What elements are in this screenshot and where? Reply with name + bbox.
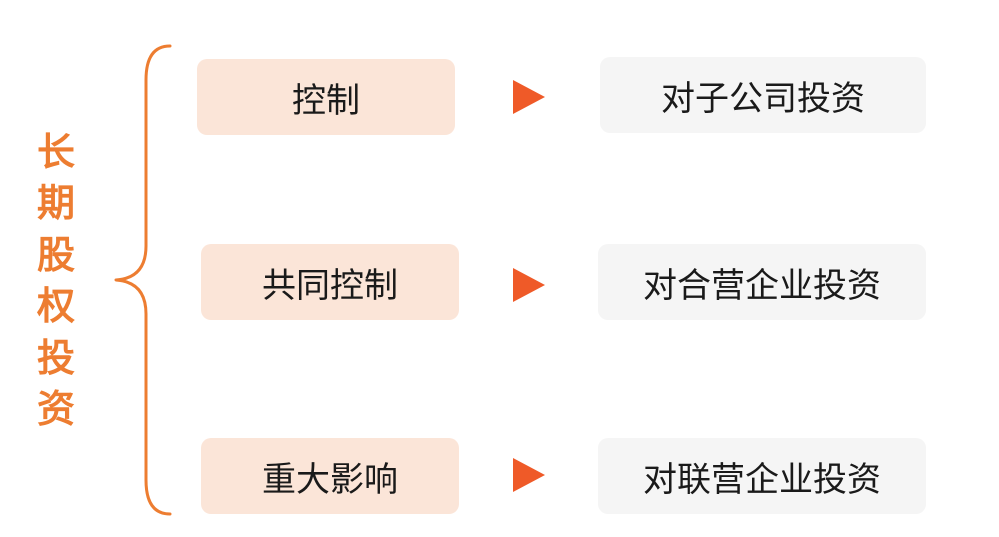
category-label: 共同控制 — [262, 265, 398, 306]
title-char: 期 — [36, 181, 75, 226]
result-box-associate: 对联营企业投资 — [598, 438, 926, 514]
curly-brace — [114, 44, 172, 516]
arrow-right-icon — [513, 80, 545, 114]
title-char: 权 — [36, 284, 75, 329]
title-char: 资 — [36, 386, 75, 431]
category-box-control: 控制 — [197, 59, 455, 135]
title-char: 股 — [36, 232, 75, 277]
category-label: 控制 — [292, 80, 360, 121]
category-label: 重大影响 — [262, 459, 398, 500]
result-box-subsidiary: 对子公司投资 — [600, 57, 926, 133]
category-box-significant-influence: 重大影响 — [201, 438, 459, 514]
result-label: 对联营企业投资 — [643, 459, 881, 500]
category-box-joint-control: 共同控制 — [201, 244, 459, 320]
title-char: 投 — [36, 335, 75, 380]
diagram-title: 长 期 股 权 投 资 — [30, 133, 82, 428]
title-char: 长 — [36, 130, 75, 174]
arrow-right-icon — [513, 458, 545, 492]
result-label: 对子公司投资 — [661, 78, 865, 119]
result-box-joint-venture: 对合营企业投资 — [598, 244, 926, 320]
arrow-right-icon — [513, 268, 545, 302]
result-label: 对合营企业投资 — [643, 265, 881, 306]
